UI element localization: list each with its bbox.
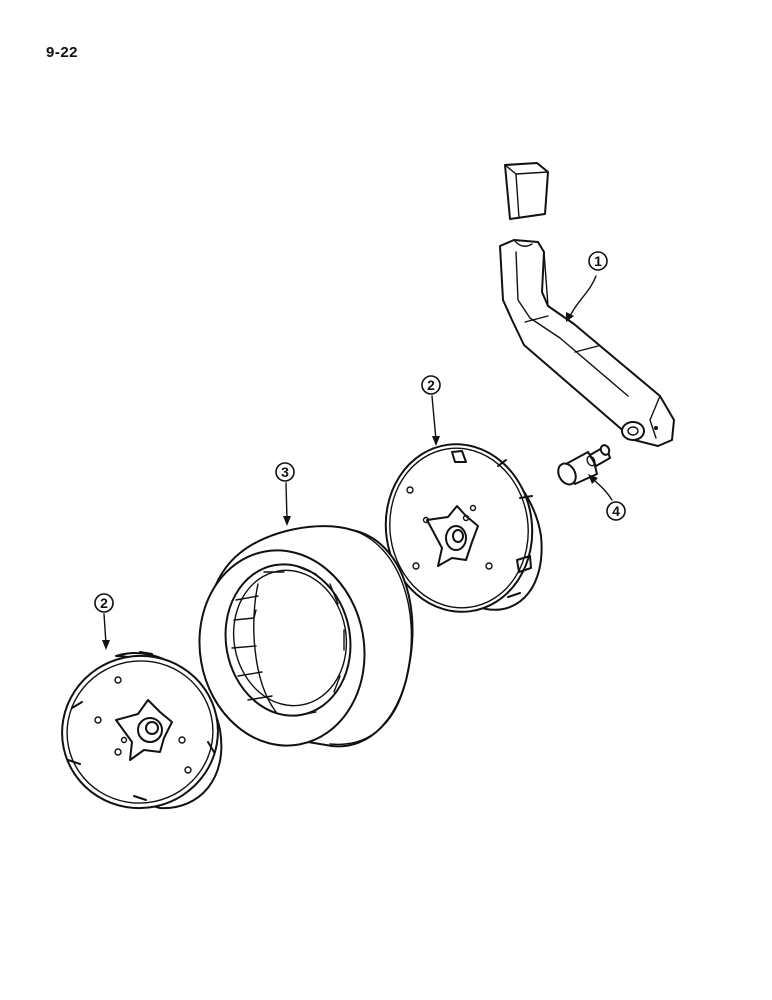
callout-1: 1 (566, 251, 608, 322)
callout-3-label: 3 (281, 464, 289, 480)
page-number: 9-22 (46, 44, 79, 61)
callout-2-upper: 2 (421, 375, 441, 446)
callout-1-label: 1 (594, 253, 602, 269)
brake-shoe-lower (61, 651, 223, 810)
lever-upper-segment (504, 162, 549, 220)
brake-drum (198, 525, 414, 748)
lever-lower-segment (499, 239, 675, 447)
brake-shoe-upper (384, 443, 543, 613)
callout-4-label: 4 (612, 503, 620, 519)
pivot-pin (557, 444, 611, 486)
callout-2-lower-label: 2 (100, 595, 108, 611)
brake-lever (499, 162, 675, 447)
callout-4: 4 (588, 474, 626, 521)
callout-2-lower: 2 (94, 593, 114, 650)
callout-3: 3 (275, 462, 295, 526)
callout-2-upper-label: 2 (427, 377, 435, 393)
